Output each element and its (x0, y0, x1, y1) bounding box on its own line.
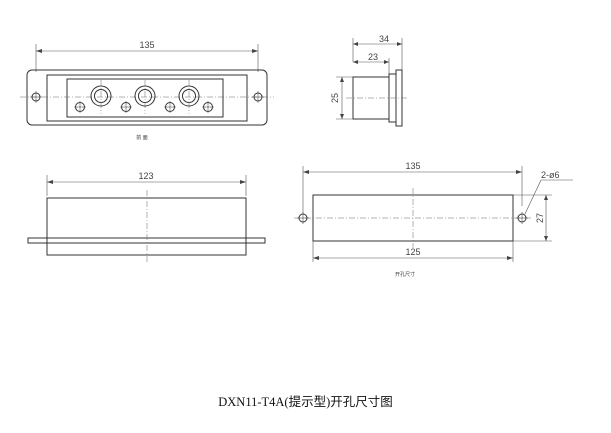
front-terminal-1 (90, 80, 112, 114)
front-screw-2 (120, 101, 132, 113)
cutout-height-label: 27 (535, 213, 545, 223)
cutout-hole-right (516, 212, 528, 224)
front-dim-arrow-right (252, 49, 258, 53)
front-view-caption: 前 面 (136, 134, 148, 141)
hole-leader-line (524, 179, 542, 215)
hole-label: 2-ø6 (541, 170, 560, 180)
front-mounting-hole-left (30, 91, 42, 103)
front-terminal-3 (178, 80, 200, 114)
cutout-inner-label: 125 (405, 247, 420, 257)
side-overall-label: 34 (379, 34, 389, 44)
front-mounting-hole-right (252, 91, 264, 103)
front-view: 135 (20, 40, 274, 141)
cutout-width-label: 135 (405, 161, 420, 171)
front-width-label: 135 (139, 40, 154, 50)
bottom-body (46, 197, 247, 256)
bottom-width-label: 123 (138, 171, 153, 181)
side-body-label: 23 (368, 52, 378, 62)
bottom-flange (27, 237, 266, 244)
cutout-view-caption: 开孔尺寸 (395, 271, 415, 278)
bottom-view: 123 (27, 171, 266, 262)
front-flange (26, 69, 268, 126)
front-dim-arrow-left (36, 49, 42, 53)
front-body (46, 74, 248, 122)
front-screw-3 (164, 101, 176, 113)
front-screw-1 (74, 101, 86, 113)
front-screw-4 (202, 101, 214, 113)
figure-caption: DXN11-T4A(提示型)开孔尺寸图 (218, 395, 393, 409)
front-terminal-2 (134, 80, 156, 114)
cutout-hole-left (297, 212, 309, 224)
cutout-view: 135 2-ø6 27 125 (294, 161, 573, 278)
side-height-label: 25 (330, 93, 340, 103)
side-view: 34 23 25 (330, 34, 408, 127)
front-terminal-panel (66, 78, 224, 118)
